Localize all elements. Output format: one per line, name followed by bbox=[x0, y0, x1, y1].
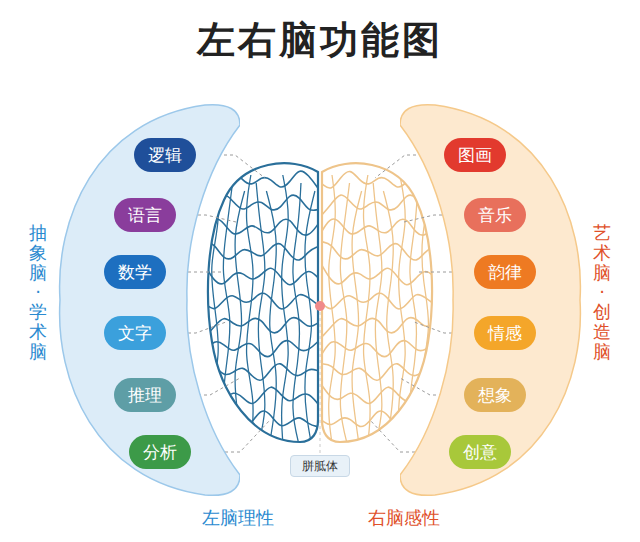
brain-fold bbox=[364, 175, 371, 445]
function-pill: 分析 bbox=[129, 435, 191, 469]
brain-fold bbox=[322, 341, 435, 357]
function-pill: 韵律 bbox=[474, 255, 536, 289]
brain-fold bbox=[322, 318, 435, 337]
brain-fold bbox=[205, 242, 318, 260]
band-outline bbox=[400, 105, 580, 496]
left-hemisphere bbox=[208, 163, 318, 442]
brain-fold bbox=[305, 191, 315, 461]
title: 左右脑功能图 bbox=[197, 15, 443, 66]
brain-band: 抽象脑·学术脑逻辑语言数学文字推理分析 bbox=[55, 100, 240, 500]
band-outline bbox=[60, 105, 240, 496]
function-pill: 文字 bbox=[104, 316, 166, 350]
function-label: 韵律 bbox=[488, 261, 522, 284]
brain-fold bbox=[205, 341, 318, 357]
brain-fold bbox=[322, 171, 435, 188]
right-hemisphere-folds bbox=[322, 171, 435, 461]
function-pill: 创意 bbox=[449, 435, 511, 469]
brain-fold bbox=[373, 183, 382, 453]
function-label: 语言 bbox=[128, 204, 162, 227]
brain-fold bbox=[322, 265, 435, 284]
brain-fold bbox=[322, 411, 435, 427]
left-hemisphere-folds bbox=[205, 171, 318, 461]
center-dot bbox=[315, 301, 325, 311]
brain-fold bbox=[340, 183, 349, 453]
function-label: 文字 bbox=[118, 322, 152, 345]
structure-label: 胼胝体 bbox=[302, 458, 338, 475]
function-pill: 数学 bbox=[104, 255, 166, 289]
brain-fold bbox=[383, 191, 393, 461]
brain-fold bbox=[247, 175, 254, 445]
brain-fold bbox=[282, 175, 289, 445]
brain-fold bbox=[223, 183, 232, 453]
hemisphere-caption: 左脑理性 bbox=[202, 506, 274, 530]
brain-fold bbox=[410, 183, 418, 453]
function-pill: 推理 bbox=[114, 378, 176, 412]
function-label: 推理 bbox=[128, 384, 162, 407]
function-pill: 图画 bbox=[444, 138, 506, 172]
brain-fold bbox=[205, 411, 318, 427]
function-pill: 音乐 bbox=[464, 198, 526, 232]
function-label: 分析 bbox=[143, 441, 177, 464]
hemisphere-caption: 右脑感性 bbox=[368, 506, 440, 530]
function-label: 数学 bbox=[118, 261, 152, 284]
leader-line bbox=[320, 312, 321, 458]
brain-fold bbox=[235, 191, 245, 461]
function-label: 创意 bbox=[463, 441, 497, 464]
brain-fold bbox=[256, 183, 265, 453]
function-pill: 语言 bbox=[114, 198, 176, 232]
band-heading: 抽象脑·学术脑 bbox=[29, 223, 47, 362]
brain-fold bbox=[266, 191, 276, 461]
structure-box: 胼胝体 bbox=[290, 455, 350, 477]
brain-fold bbox=[329, 175, 336, 445]
function-label: 想象 bbox=[478, 384, 512, 407]
brain-fold bbox=[205, 318, 318, 337]
brain-fold bbox=[205, 265, 318, 284]
brain-fold bbox=[293, 183, 301, 453]
brain-fold bbox=[322, 242, 435, 260]
function-label: 音乐 bbox=[478, 204, 512, 227]
function-label: 图画 bbox=[458, 144, 492, 167]
band-heading: 艺术脑·创造脑 bbox=[593, 223, 611, 362]
brain-band: 艺术脑·创造脑图画音乐韵律情感想象创意 bbox=[400, 100, 585, 500]
function-pill: 逻辑 bbox=[134, 138, 196, 172]
function-label: 逻辑 bbox=[148, 144, 182, 167]
right-hemisphere bbox=[322, 163, 432, 442]
function-pill: 情感 bbox=[474, 316, 536, 350]
brain-fold bbox=[352, 191, 362, 461]
function-label: 情感 bbox=[488, 322, 522, 345]
function-pill: 想象 bbox=[464, 378, 526, 412]
